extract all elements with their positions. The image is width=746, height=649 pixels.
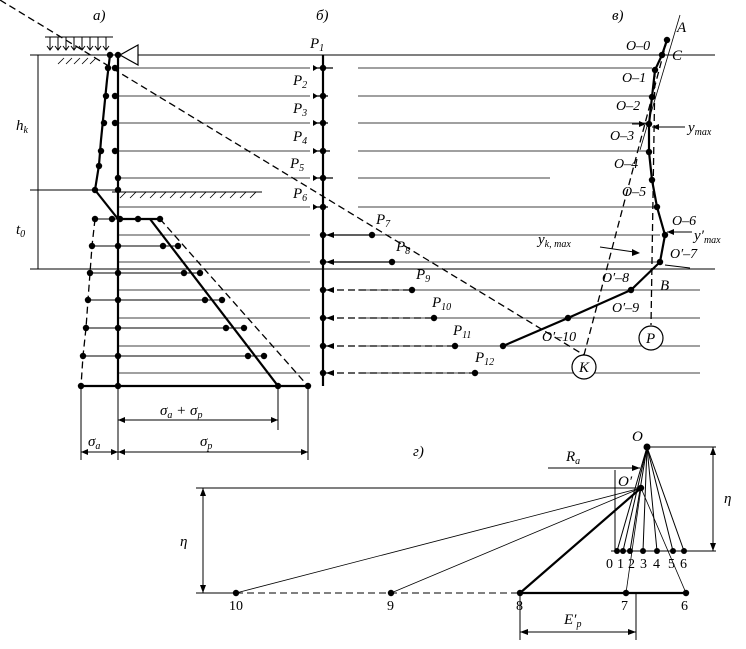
yprime-max-label: y′max bbox=[692, 228, 721, 246]
tick-bottom-10: 10 bbox=[229, 599, 243, 614]
tick-top-4: 4 bbox=[653, 557, 660, 572]
force-label-p2: P2 bbox=[292, 73, 307, 91]
ra-label: Ra bbox=[565, 449, 580, 467]
ray-label-o2: O–2 bbox=[616, 99, 640, 114]
eta-left-label: η bbox=[180, 534, 187, 550]
force-label-p3: P3 bbox=[292, 101, 307, 119]
force-label-p10: P10 bbox=[431, 295, 451, 313]
panel-v-label: в) bbox=[612, 8, 624, 24]
tick-bottom-6: 6 bbox=[681, 599, 688, 614]
b-label: B bbox=[660, 278, 669, 294]
force-label-p12: P12 bbox=[474, 350, 494, 368]
p-label: P bbox=[645, 331, 655, 347]
tick-top-3: 3 bbox=[640, 557, 647, 572]
ray-label-o8: O′–8 bbox=[602, 271, 629, 286]
panel-a: hk t0 σa + σp σa σp bbox=[16, 36, 312, 460]
tick-bottom-7: 7 bbox=[621, 599, 628, 614]
k-label: K bbox=[578, 360, 590, 376]
force-label-p5: P5 bbox=[289, 156, 304, 174]
ray-label-o9: O′–9 bbox=[612, 301, 639, 316]
force-label-p9: P9 bbox=[415, 267, 430, 285]
eta-right-label: η bbox=[724, 491, 731, 507]
level-lines bbox=[30, 54, 715, 374]
tick-top-6: 6 bbox=[680, 557, 687, 572]
ray-label-o5: O–5 bbox=[622, 185, 646, 200]
c-label: C bbox=[672, 48, 683, 64]
panel-v: K P A C B O–0 O–1 O–2 O–3 O–4 O–5 O–6 O′… bbox=[0, 0, 721, 380]
force-label-p1: P1 bbox=[309, 36, 324, 54]
panel-g: O O′ Ra η η E′p 0 1 2 3 4 5 6 10 9 8 7 6 bbox=[180, 429, 731, 640]
tick-bottom-9: 9 bbox=[387, 599, 394, 614]
force-label-p4: P4 bbox=[292, 129, 307, 147]
ray-label-o0: O–0 bbox=[626, 39, 650, 54]
o-label: O bbox=[632, 429, 643, 445]
tick-top-1: 1 bbox=[617, 557, 624, 572]
sigma-sum-label: σa + σp bbox=[160, 403, 202, 421]
force-label-p8: P8 bbox=[395, 239, 410, 257]
tick-top-5: 5 bbox=[668, 557, 675, 572]
tick-top-0: 0 bbox=[606, 557, 613, 572]
force-label-p7: P7 bbox=[375, 212, 391, 230]
ray-label-o7: O′–7 bbox=[670, 247, 698, 262]
a-label: A bbox=[676, 20, 687, 36]
ray-label-o4: O–4 bbox=[614, 157, 638, 172]
t0-label: t0 bbox=[16, 222, 25, 240]
ray-label-o6: O–6 bbox=[672, 214, 696, 229]
ray-label-o10: O′–10 bbox=[542, 330, 576, 345]
ray-label-o1: O–1 bbox=[622, 71, 646, 86]
panel-b-label: б) bbox=[316, 8, 329, 24]
p-circle bbox=[638, 325, 664, 351]
tick-top-2: 2 bbox=[628, 557, 635, 572]
tick-bottom-8: 8 bbox=[516, 599, 523, 614]
ymax-label: ymax bbox=[686, 120, 712, 138]
panel-a-label: а) bbox=[93, 8, 106, 24]
yk-max-label: yk, max bbox=[536, 232, 571, 250]
hk-label: hk bbox=[16, 118, 29, 136]
panel-b: P1 P2 P3 P4 P5 P6 P7 P8 P9 P10 P11 P12 bbox=[289, 36, 494, 386]
ray-label-o3: O–3 bbox=[610, 129, 634, 144]
oprime-label: O′ bbox=[618, 474, 633, 490]
sigma-p-label: σp bbox=[200, 434, 212, 452]
k-circle bbox=[571, 354, 597, 380]
panel-g-label: г) bbox=[413, 444, 424, 460]
ep-label: E′p bbox=[563, 612, 581, 630]
force-label-p6: P6 bbox=[292, 186, 307, 204]
force-label-p11: P11 bbox=[452, 323, 471, 341]
sigma-a-label: σa bbox=[88, 434, 100, 452]
